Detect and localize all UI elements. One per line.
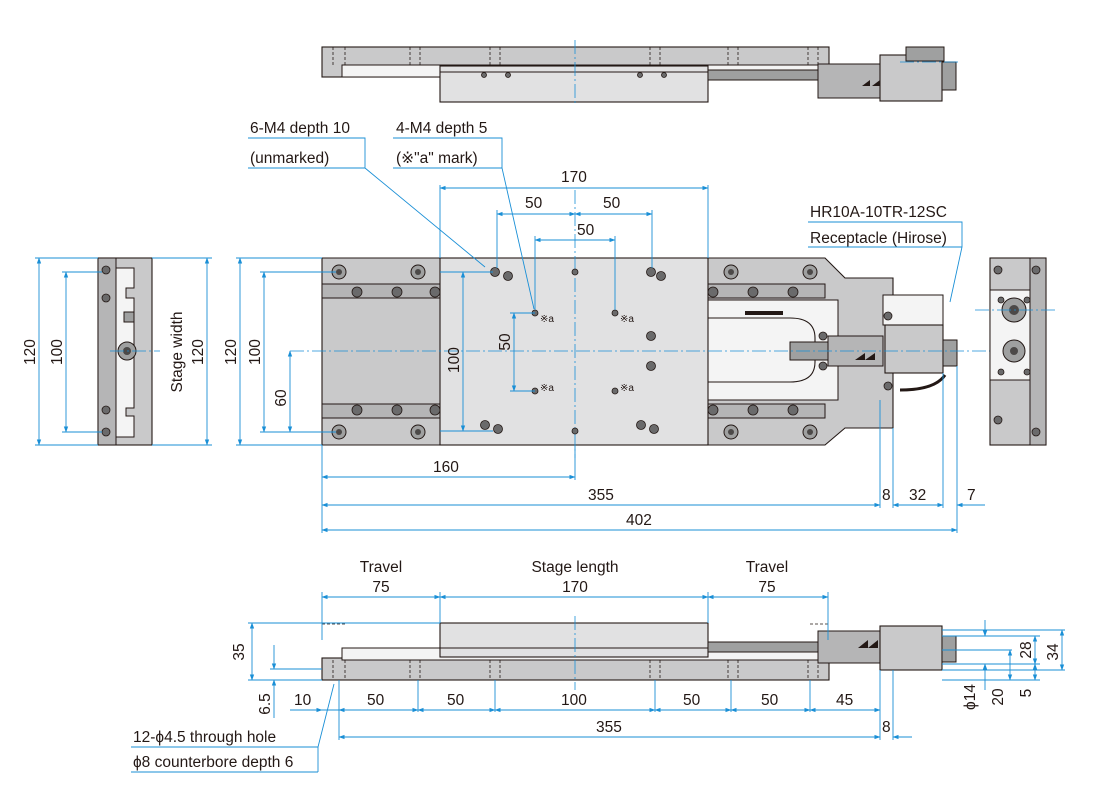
dim-402: 402 bbox=[626, 512, 652, 529]
end-view-right bbox=[975, 257, 1055, 446]
dim-50-plan: 50 bbox=[497, 333, 514, 351]
dim-10: 10 bbox=[294, 692, 312, 709]
dim-50-b: 50 bbox=[447, 692, 465, 709]
dim-50-a: 50 bbox=[367, 692, 385, 709]
dim-34: 34 bbox=[1045, 643, 1062, 661]
dim-120-plan: 120 bbox=[223, 339, 240, 365]
dim-7: 7 bbox=[967, 487, 976, 504]
dim-35: 35 bbox=[231, 643, 248, 660]
dim-50-d: 50 bbox=[761, 692, 779, 709]
dim-170-top: 170 bbox=[561, 169, 587, 186]
end-left-dimensions bbox=[35, 257, 212, 446]
stage-width-label: Stage width bbox=[169, 312, 186, 393]
dim-50-left: 50 bbox=[525, 195, 543, 212]
dim-160: 160 bbox=[433, 459, 459, 476]
mark-a-3: ※a bbox=[540, 383, 554, 394]
stage-length-label: Stage length bbox=[531, 559, 618, 576]
dim-28: 28 bbox=[1018, 641, 1035, 658]
connector-label: HR10A-10TR-12SC bbox=[810, 204, 947, 221]
dim-355-side: 355 bbox=[596, 719, 622, 736]
labels: 6-M4 depth 10 (unmarked) 4-M4 depth 5 (※… bbox=[22, 120, 1062, 771]
dim-100-end-a: 100 bbox=[49, 339, 66, 365]
dim-50-right: 50 bbox=[603, 195, 621, 212]
side-dimension-lines bbox=[131, 592, 1065, 773]
dim-100-plan-left: 100 bbox=[247, 339, 264, 365]
counterbore-label: ϕ8 counterbore depth 6 bbox=[133, 754, 293, 771]
dim-60: 60 bbox=[273, 389, 290, 407]
dim-phi14: ϕ14 bbox=[962, 684, 979, 710]
stage-length-value: 170 bbox=[562, 579, 588, 596]
dim-8-side: 8 bbox=[882, 719, 891, 736]
through-hole-label: 12-ϕ4.5 through hole bbox=[133, 729, 276, 746]
mark-a-1: ※a bbox=[540, 314, 554, 325]
travel-value-right: 75 bbox=[758, 579, 775, 596]
travel-value-left: 75 bbox=[372, 579, 389, 596]
tap4-note: (※"a" mark) bbox=[396, 150, 478, 167]
dim-45: 45 bbox=[836, 692, 853, 709]
dim-50-center: 50 bbox=[577, 222, 595, 239]
side-view bbox=[321, 616, 957, 690]
mark-a-4: ※a bbox=[620, 383, 634, 394]
dim-50-c: 50 bbox=[683, 692, 701, 709]
dim-32: 32 bbox=[909, 487, 926, 504]
dim-120-stage-width: 120 bbox=[190, 339, 207, 365]
dim-6-5: 6.5 bbox=[257, 693, 274, 715]
dim-8-plan: 8 bbox=[882, 487, 891, 504]
top-elevation-view bbox=[321, 40, 960, 104]
dim-100: 100 bbox=[561, 692, 587, 709]
tap6-note: (unmarked) bbox=[250, 150, 329, 167]
connector-note: Receptacle (Hirose) bbox=[810, 230, 947, 247]
travel-label-right: Travel bbox=[746, 559, 789, 576]
body-mount-holes bbox=[331, 264, 893, 440]
end-view-left bbox=[97, 257, 160, 446]
dim-5: 5 bbox=[1018, 689, 1035, 698]
tap6-label: 6-M4 depth 10 bbox=[250, 120, 350, 137]
dim-120-end-a: 120 bbox=[22, 339, 39, 365]
dim-100-plan: 100 bbox=[446, 347, 463, 373]
dim-20: 20 bbox=[990, 688, 1007, 706]
plan-dimension-lines bbox=[236, 137, 985, 533]
dim-355-plan: 355 bbox=[588, 487, 614, 504]
travel-label-left: Travel bbox=[360, 559, 403, 576]
tap4-label: 4-M4 depth 5 bbox=[396, 120, 487, 137]
stage-holes bbox=[480, 267, 666, 435]
mark-a-2: ※a bbox=[620, 314, 634, 325]
